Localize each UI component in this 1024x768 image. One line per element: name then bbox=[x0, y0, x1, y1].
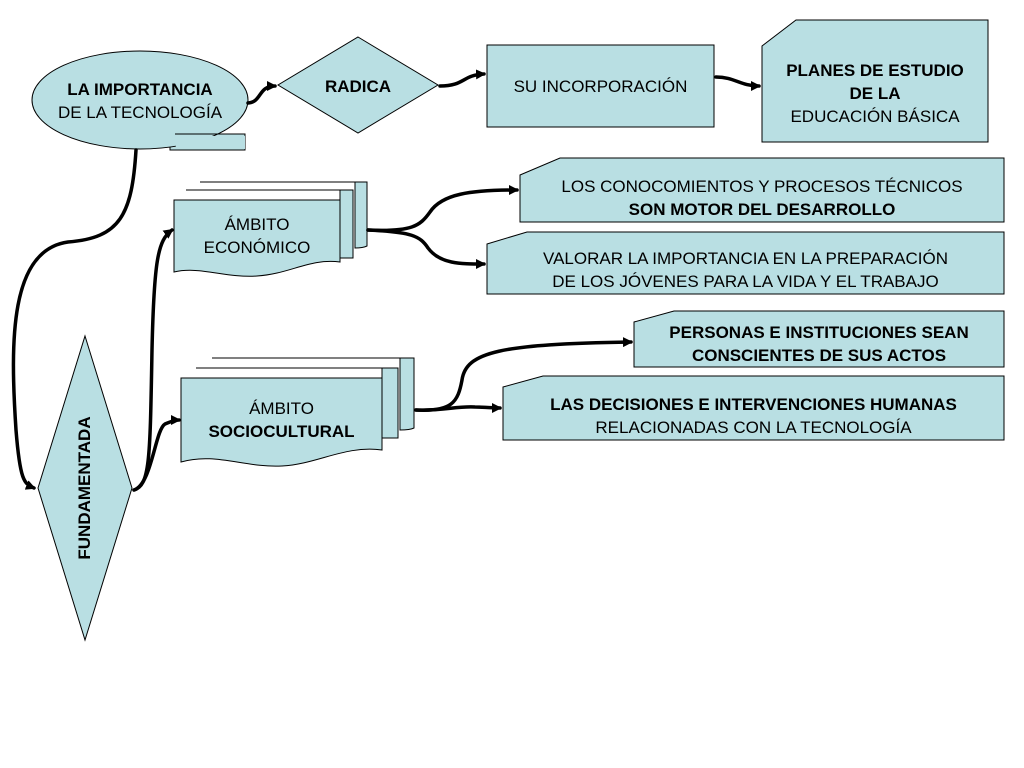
connector-importancia-fundamentada bbox=[11, 148, 138, 490]
connector-economico-conocimientos bbox=[366, 185, 519, 233]
fundamentada-node bbox=[37, 334, 133, 642]
fundamentada-label: FUNDAMENTADA bbox=[75, 416, 95, 559]
connector-sociocultural-decisiones bbox=[414, 402, 502, 413]
economico-node bbox=[173, 181, 368, 277]
decisiones-node bbox=[502, 375, 1005, 441]
personas-node bbox=[633, 310, 1005, 368]
connector-economico-valorar bbox=[366, 228, 486, 269]
sociocultural-node bbox=[180, 357, 415, 467]
planes-node bbox=[761, 19, 989, 143]
connector-sociocultural-personas bbox=[414, 337, 633, 412]
radica-node bbox=[277, 36, 439, 134]
importancia-node bbox=[31, 50, 249, 151]
connector-fundamentada-sociocultural bbox=[132, 415, 181, 492]
valorar-node bbox=[486, 231, 1005, 295]
connector-incorporacion-planes bbox=[714, 75, 761, 91]
connector-importancia-radica bbox=[246, 81, 277, 105]
fundamentada-text: FUNDAMENTADA bbox=[75, 416, 94, 560]
connector-radica-incorporacion bbox=[438, 69, 486, 88]
conocimientos-node bbox=[519, 157, 1005, 223]
incorporacion-node bbox=[486, 44, 715, 128]
